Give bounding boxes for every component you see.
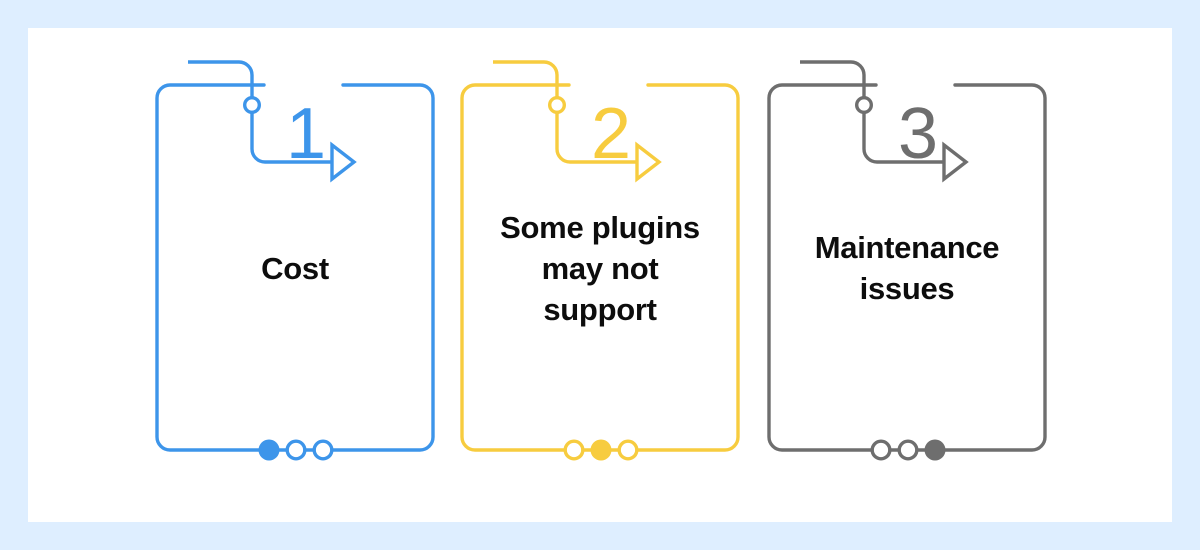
step-label-1: Cost	[261, 250, 329, 286]
connector-node-icon	[854, 95, 873, 114]
step-label-3: Maintenance issues	[814, 230, 1000, 306]
connector-node-icon	[547, 95, 566, 114]
progress-dot-hollow	[897, 439, 919, 461]
progress-dot-hollow	[312, 439, 334, 461]
step-number-2: 2	[590, 94, 632, 174]
connector-node-icon	[242, 95, 261, 114]
progress-dot-filled	[924, 439, 946, 461]
arrow-head-icon	[635, 141, 662, 183]
progress-dot-hollow	[563, 439, 585, 461]
arrow-head-icon	[942, 141, 969, 183]
progress-dot-hollow	[617, 439, 639, 461]
step-number-3: 3	[897, 94, 939, 174]
progress-dot-filled	[258, 439, 280, 461]
progress-dot-hollow	[285, 439, 307, 461]
step-number-1: 1	[285, 94, 327, 174]
progress-dot-filled	[590, 439, 612, 461]
step-label-2: Some plugins may not support	[500, 209, 700, 327]
progress-dot-hollow	[870, 439, 892, 461]
arrow-head-icon	[330, 141, 357, 183]
